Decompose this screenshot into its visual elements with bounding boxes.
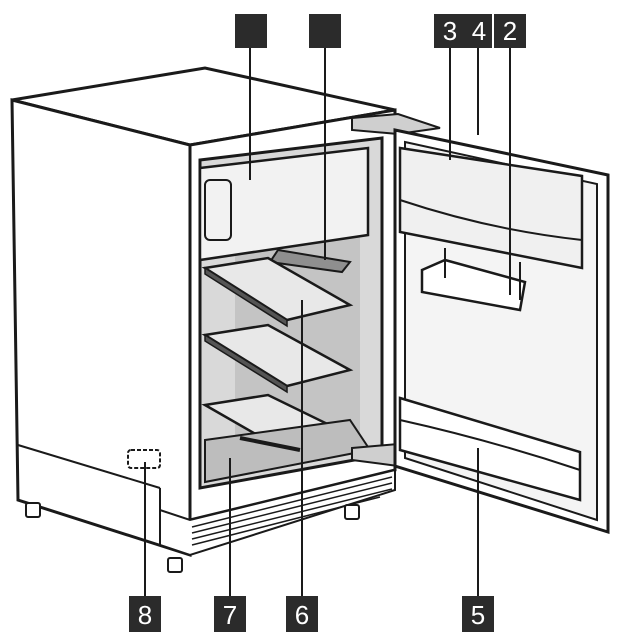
- svg-text:7: 7: [223, 600, 237, 630]
- door-bottle-bin: [398, 396, 582, 502]
- svg-text:3: 3: [443, 16, 457, 46]
- svg-text:6: 6: [295, 600, 309, 630]
- door-top-compartment: [398, 146, 584, 270]
- freezer-handle: [204, 179, 232, 241]
- callout-5: 5: [462, 596, 494, 632]
- leader-lines: [144, 48, 511, 596]
- feet: [25, 502, 360, 573]
- callout-8: 8: [129, 596, 161, 632]
- svg-text:2: 2: [503, 16, 517, 46]
- callout-6: 6: [286, 596, 318, 632]
- callout-4: 4: [466, 14, 492, 48]
- callout-7: 7: [214, 596, 246, 632]
- svg-text:8: 8: [138, 600, 152, 630]
- callout-top-left-2: [309, 14, 341, 48]
- cabinet-plinth-line: [17, 444, 161, 489]
- cabinet-side: [10, 98, 192, 558]
- svg-text:4: 4: [472, 16, 486, 46]
- svg-text:5: 5: [471, 600, 485, 630]
- callout-2: 2: [494, 14, 526, 48]
- callout-3: 3: [434, 14, 466, 48]
- callout-top-left-1: [235, 14, 267, 48]
- door-small-shelf: [420, 258, 527, 312]
